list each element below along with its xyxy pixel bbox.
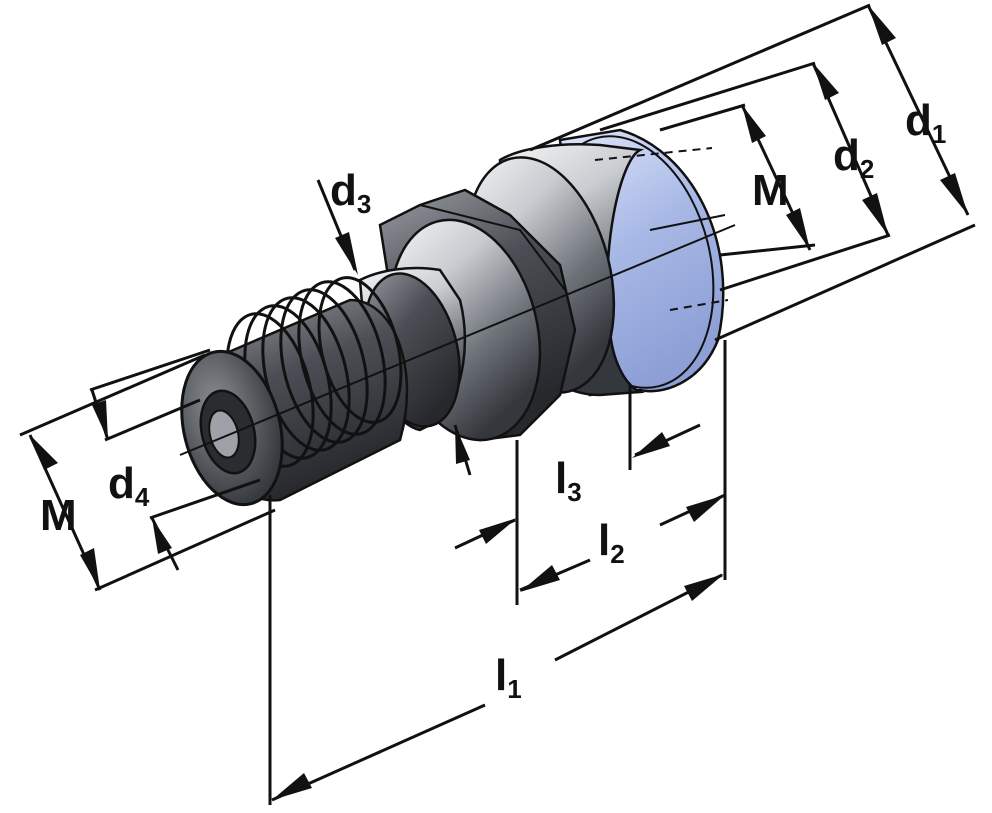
label-m-right: M xyxy=(752,166,789,215)
label-l3: l3 xyxy=(555,454,582,507)
label-d4: d4 xyxy=(108,459,150,512)
label-l1: l1 xyxy=(495,651,522,704)
label-d3: d3 xyxy=(330,166,371,219)
dimension-labels: d1 d2 M d3 M d4 l3 l2 l1 xyxy=(40,96,946,704)
label-d2: d2 xyxy=(833,131,874,184)
threaded-shank xyxy=(180,276,409,507)
label-d1: d1 xyxy=(905,96,946,149)
label-m-left: M xyxy=(40,491,77,540)
dimension-lines xyxy=(19,3,976,805)
label-l2: l2 xyxy=(598,516,625,569)
retention-knob-body xyxy=(179,128,736,507)
center-axis xyxy=(179,224,736,456)
